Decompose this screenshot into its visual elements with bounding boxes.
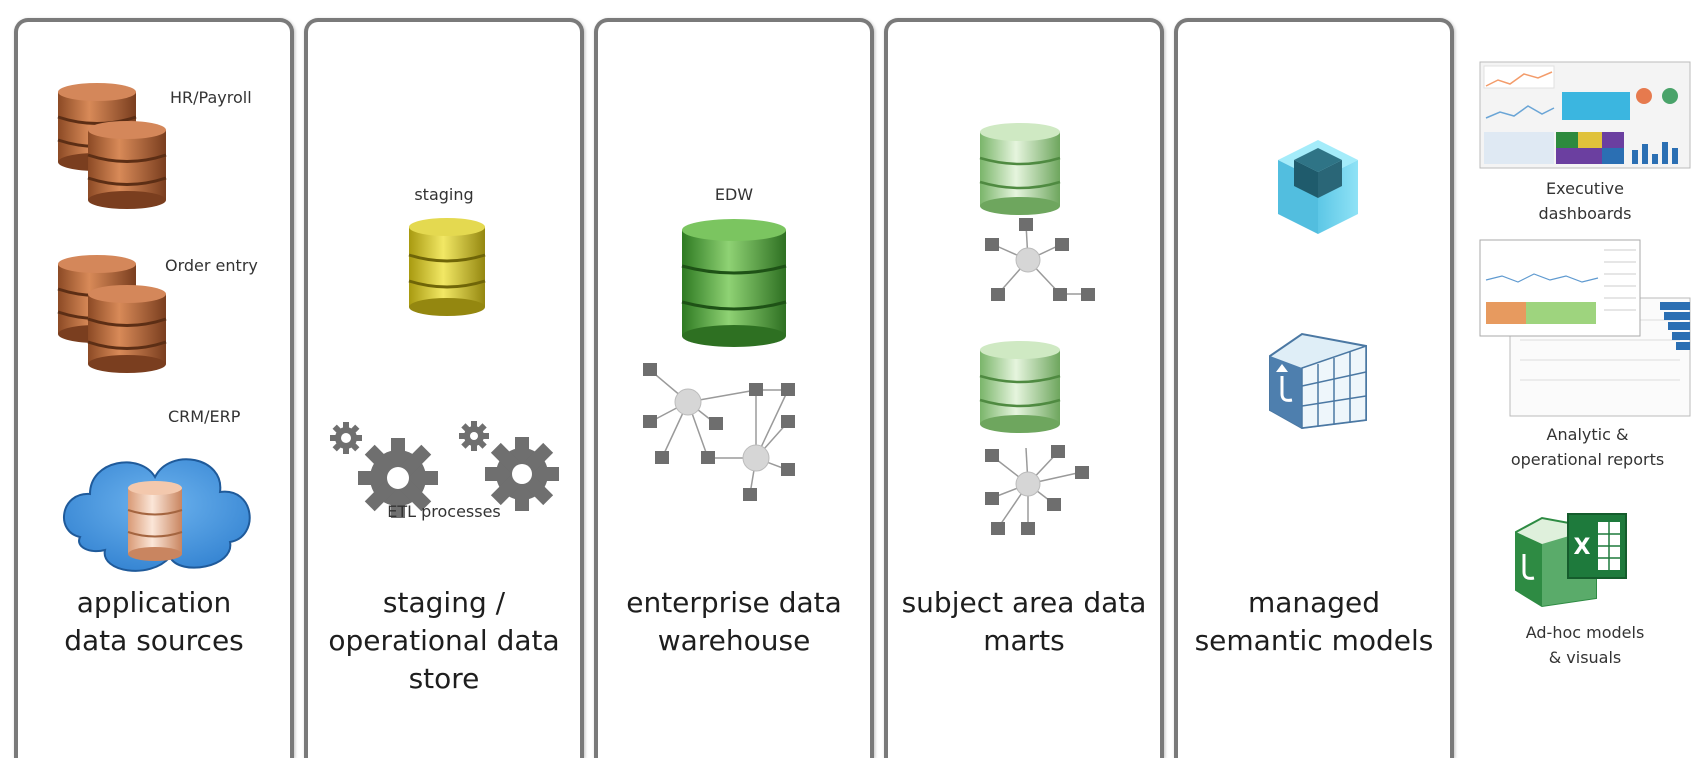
output-label-line: Executive — [1546, 179, 1624, 198]
edw-database-icon — [681, 219, 787, 347]
output-label-line: Ad-hoc models — [1525, 623, 1645, 642]
executive-dashboards-label: Executive dashboards — [1490, 176, 1680, 226]
stage-title-line: application — [76, 586, 232, 619]
panel-application-data-sources: HR/Payroll Order entry CRM/ERP — [14, 18, 294, 758]
data-mart-database-icon-2 — [979, 341, 1061, 433]
stage-title-line: subject area data — [901, 586, 1147, 619]
stage-title-line: warehouse — [657, 624, 811, 657]
output-label-line: Analytic & — [1546, 425, 1629, 444]
cube-icon — [1278, 140, 1358, 234]
edw-schema-diagram-icon — [643, 363, 795, 501]
stage-title-line: semantic models — [1194, 624, 1434, 657]
stage-title-line: managed — [1247, 586, 1381, 619]
analytic-reports-label: Analytic & operational reports — [1480, 422, 1695, 472]
svg-text:X: X — [1574, 535, 1591, 560]
stage-title-data-marts: subject area data marts — [888, 584, 1160, 660]
adhoc-excel-icon: X — [1515, 513, 1627, 608]
analytic-reports-thumbnail — [1479, 239, 1691, 417]
panel-subject-area-data-marts: subject area data marts — [884, 18, 1164, 758]
panel-managed-semantic-models: managed semantic models — [1174, 18, 1454, 758]
executive-dashboard-thumbnail — [1479, 61, 1691, 169]
stage-title-line: staging / — [382, 586, 506, 619]
order-entry-database-icon — [57, 255, 167, 373]
output-label-line: dashboards — [1538, 204, 1632, 223]
staging-label: staging — [414, 185, 474, 204]
panel-enterprise-data-warehouse: EDW enterprise data — [594, 18, 874, 758]
stage-title-line: store — [408, 662, 480, 695]
etl-gears-icon-right — [459, 421, 559, 511]
data-mart-schema-icon-1 — [985, 218, 1095, 301]
staging-database-icon — [408, 218, 486, 316]
hr-payroll-database-icon — [57, 83, 167, 209]
data-mart-database-icon-1 — [979, 123, 1061, 215]
stage-title-edw: enterprise data warehouse — [598, 584, 870, 660]
panel-staging-operational-data-store: staging — [304, 18, 584, 758]
edw-label: EDW — [714, 185, 754, 204]
order-entry-label: Order entry — [165, 256, 258, 275]
etl-processes-label: ETL processes — [387, 502, 501, 521]
stage-title-line: marts — [983, 624, 1065, 657]
stage-title-line: data sources — [64, 624, 244, 657]
data-mart-schema-icon-2 — [985, 445, 1089, 535]
stage-title-semantic-models: managed semantic models — [1178, 584, 1450, 660]
semantic-model-icon — [1269, 332, 1367, 430]
stage-title-line: operational data — [328, 624, 560, 657]
stage-title-application-data-sources: application data sources — [18, 584, 290, 660]
etl-gears-icon-left — [330, 422, 438, 518]
stage-title-line: enterprise data — [626, 586, 842, 619]
hr-payroll-label: HR/Payroll — [170, 88, 252, 107]
output-label-line: & visuals — [1548, 648, 1622, 667]
adhoc-models-label: Ad-hoc models & visuals — [1490, 620, 1680, 670]
crm-erp-cloud-database-icon — [63, 458, 251, 572]
crm-erp-label: CRM/ERP — [168, 407, 241, 426]
output-label-line: operational reports — [1510, 450, 1665, 469]
stage-title-staging: staging / operational data store — [308, 584, 580, 698]
